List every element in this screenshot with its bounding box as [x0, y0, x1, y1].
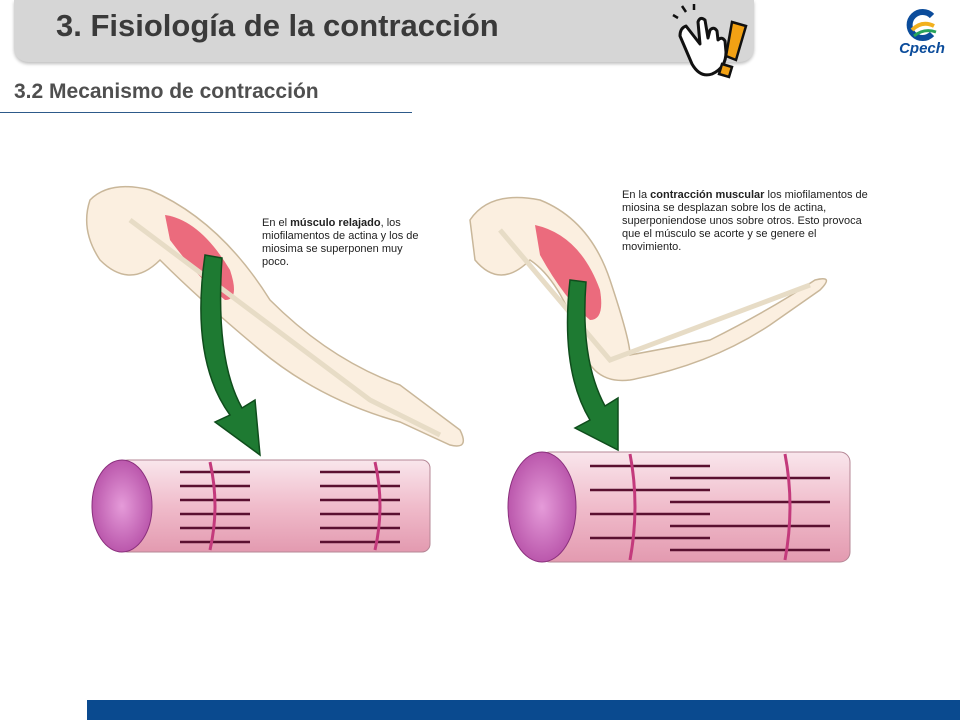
relaxed-fiber: [91, 459, 431, 553]
muscle-contraction-illustration: [85, 185, 851, 563]
caption-relaxed: En el músculo relajado, los miofilamento…: [262, 217, 422, 269]
caption-contracted-rest: los miofilamentos de miosina se desplaza…: [622, 189, 868, 253]
arrow-right: [566, 279, 619, 452]
caption-relaxed-bold: músculo relajado: [290, 217, 381, 229]
caption-contracted-bold: contracción muscular: [650, 189, 765, 201]
contracted-fiber: [507, 451, 851, 563]
title-bar: 3. Fisiología de la contracción: [14, 0, 754, 62]
page-title: 3. Fisiología de la contracción: [56, 8, 499, 43]
caption-relaxed-prefix: En el: [262, 217, 291, 229]
pointing-hand-exclamation-icon: [672, 4, 748, 79]
cpech-logo: Cpech: [890, 4, 954, 62]
subtitle-underline: [0, 112, 412, 113]
section-subtitle: 3.2 Mecanismo de contracción: [14, 80, 319, 103]
caption-contracted-prefix: En la: [622, 189, 651, 201]
caption-relaxed-rest: , los miofilamentos de actina y los de m…: [262, 217, 419, 268]
logo-mark-icon: [906, 9, 937, 41]
footer-bar: [87, 700, 960, 720]
logo-text: Cpech: [899, 40, 945, 57]
arrow-left: [200, 254, 261, 457]
caption-contracted: En la contracción muscular los miofilame…: [622, 189, 872, 254]
